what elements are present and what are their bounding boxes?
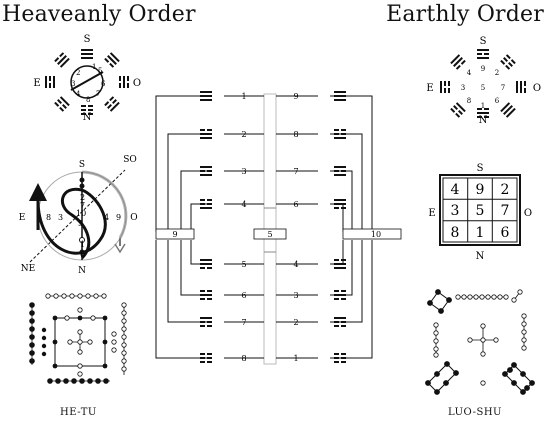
heavenly-wheel-west-label: O [133, 78, 141, 89]
right-number: 3 [293, 291, 298, 300]
left-number: 1 [241, 92, 246, 101]
hetu-number: 6 [80, 250, 85, 259]
hetu-number: 5 [78, 219, 83, 228]
earthly-wheel-south-label: S [480, 36, 487, 47]
center-left-number: 9 [172, 230, 177, 239]
earth-wheel-number: 3 [461, 84, 465, 92]
square-cell: 5 [476, 203, 485, 219]
heavenly-wheel-north-label: N [83, 112, 92, 123]
left-number: 8 [241, 354, 246, 363]
earth-wheel-number: 9 [481, 65, 485, 73]
square-cell: 7 [501, 203, 510, 219]
hetu-south-label: S [79, 160, 85, 170]
square-north-label: N [476, 251, 485, 262]
heavenly-wheel-south-label: S [84, 34, 91, 45]
earth-wheel-number: 4 [467, 69, 472, 77]
hetu-number: 3 [58, 213, 63, 222]
luoshu-magic-square: S N E O 4 9 2 3 5 7 8 1 6 [428, 163, 532, 262]
hetu-northeast-label: NE [21, 264, 35, 274]
earthly-wheel: S N E O 9 2 7 6 1 8 3 4 5 [426, 36, 541, 126]
square-south-label: S [477, 163, 484, 174]
left-number: 5 [241, 260, 246, 269]
earth-wheel-number: 8 [467, 97, 471, 105]
earth-wheel-number: 5 [481, 84, 485, 92]
hetu-west-label: O [130, 213, 137, 223]
hetu-east-label: E [19, 213, 26, 223]
center-right-number: 10 [371, 230, 381, 239]
right-number: 7 [293, 167, 298, 176]
earth-wheel-number: 6 [495, 97, 500, 105]
luoshu-dot-diagram [425, 289, 535, 395]
earth-wheel-number: 2 [495, 69, 499, 77]
hetu-number: 9 [116, 213, 121, 222]
heaven-wheel-number: 6 [101, 80, 106, 88]
earthly-wheel-west-label: O [533, 83, 541, 94]
right-number: 6 [293, 200, 298, 209]
square-cell: 4 [451, 182, 460, 198]
left-number: 6 [241, 291, 246, 300]
right-number: 9 [293, 92, 298, 101]
right-number: 4 [293, 260, 298, 269]
square-cell: 2 [501, 182, 510, 198]
heaven-wheel-number: 8 [86, 96, 90, 104]
left-number: 7 [241, 318, 246, 327]
heaven-wheel-number: 4 [76, 90, 81, 98]
he-tu-caption: HE-TU [60, 407, 97, 418]
earthly-order-title: Earthly Order [386, 2, 544, 27]
center-bracket-diagram: 5 [155, 91, 402, 365]
square-cell: 8 [451, 225, 460, 241]
heaven-wheel-number: 3 [71, 80, 75, 88]
heavenly-wheel: S N E O 1 2 3 4 5 6 7 8 [33, 34, 141, 123]
square-cell: 1 [476, 225, 485, 241]
hetu-number: 8 [46, 213, 51, 222]
hetu-north-label: N [78, 266, 86, 276]
left-number: 3 [241, 167, 246, 176]
right-number: 8 [293, 130, 298, 139]
heaven-wheel-number: 2 [76, 69, 80, 77]
center-number: 5 [267, 230, 272, 239]
luo-shu-caption: LUO-SHU [448, 407, 502, 418]
right-number: 1 [293, 354, 298, 363]
hetu-number: 10 [76, 209, 86, 218]
earthly-wheel-east-label: E [426, 83, 433, 94]
square-cell: 9 [476, 182, 485, 198]
square-west-label: O [524, 208, 532, 219]
heavenly-order-title: Heaveanly Order [2, 2, 196, 27]
hetu-dot-diagram [29, 293, 127, 384]
left-number: 2 [241, 130, 246, 139]
hetu-number: 4 [104, 213, 109, 222]
left-number: 4 [241, 200, 246, 209]
heaven-wheel-number: 5 [98, 67, 102, 75]
earth-wheel-number: 1 [481, 102, 485, 110]
square-east-label: E [428, 208, 435, 219]
hetu-spiral: S SO E O NE N 2 7 10 5 1 6 8 3 4 9 [19, 155, 138, 276]
earth-wheel-number: 7 [501, 84, 505, 92]
heaven-wheel-number: 7 [96, 90, 100, 98]
hetu-number: 1 [80, 240, 85, 249]
heavenly-wheel-east-label: E [33, 78, 40, 89]
heaven-wheel-number: 1 [92, 63, 96, 71]
hetu-number: 7 [80, 201, 85, 210]
earthly-wheel-north-label: N [479, 115, 488, 126]
square-cell: 6 [501, 225, 510, 241]
square-cell: 3 [451, 203, 460, 219]
hetu-southwest-label: SO [123, 155, 137, 165]
hetu-number: 2 [80, 193, 85, 202]
right-number: 2 [293, 318, 298, 327]
